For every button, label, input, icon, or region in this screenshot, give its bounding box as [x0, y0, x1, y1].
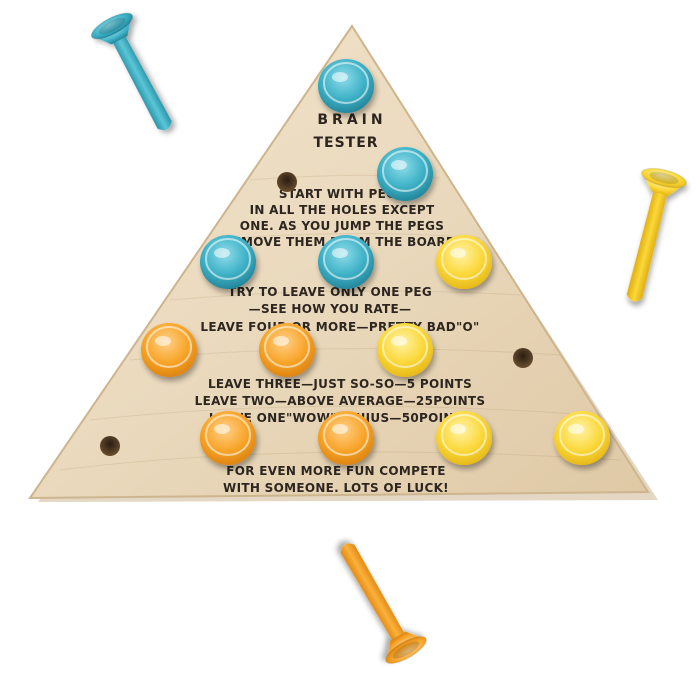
- peg-highlight: [450, 424, 466, 434]
- instruction-line-2: IN ALL THE HOLES EXCEPT: [250, 203, 435, 217]
- footer-line-2: WITH SOMEONE. LOTS OF LUCK!: [223, 481, 449, 495]
- peg-rim: [264, 326, 310, 368]
- peg-cup: [318, 235, 374, 289]
- peg-top-inner: [98, 17, 126, 35]
- teal-peg[interactable]: [318, 235, 374, 289]
- yellow-peg[interactable]: [436, 235, 492, 289]
- peg-cup: [259, 323, 315, 377]
- peg-top-inner: [649, 171, 679, 185]
- peg-highlight: [214, 424, 230, 434]
- peg-hole[interactable]: [513, 348, 533, 368]
- peg-hole[interactable]: [277, 172, 297, 192]
- peg-rim: [441, 238, 487, 280]
- peg-cup: [141, 323, 197, 377]
- peg-rim: [382, 150, 428, 192]
- orange-peg[interactable]: [200, 411, 256, 465]
- loose-pegs: [88, 8, 688, 669]
- peg-highlight: [214, 248, 230, 258]
- yellow-peg[interactable]: [554, 411, 610, 465]
- loose-teal-peg[interactable]: [88, 8, 187, 140]
- orange-peg[interactable]: [141, 323, 197, 377]
- rating-intro-line-1: TRY TO LEAVE ONLY ONE PEG: [228, 285, 432, 299]
- peg-stem: [626, 187, 668, 302]
- yellow-peg[interactable]: [436, 411, 492, 465]
- orange-peg[interactable]: [259, 323, 315, 377]
- peg-hole[interactable]: [100, 436, 120, 456]
- orange-peg[interactable]: [318, 411, 374, 465]
- peg-rim: [205, 238, 251, 280]
- rating-line-2: LEAVE THREE—JUST SO-SO—5 POINTS: [208, 377, 472, 391]
- peg-highlight: [332, 72, 348, 82]
- peg-highlight: [391, 336, 407, 346]
- loose-orange-peg[interactable]: [325, 533, 430, 669]
- rating-line-1: LEAVE FOUR OR MORE—PRETTY BAD"O": [200, 320, 479, 334]
- peg-cup: [377, 147, 433, 201]
- peg-rim: [559, 414, 605, 456]
- board-title-line1: BRAIN: [317, 112, 386, 128]
- peg-rim: [205, 414, 251, 456]
- peg-rim: [323, 238, 369, 280]
- peg-stem: [340, 543, 407, 644]
- teal-peg[interactable]: [200, 235, 256, 289]
- peg-cup: [318, 411, 374, 465]
- peg-rim: [441, 414, 487, 456]
- peg-cup: [554, 411, 610, 465]
- peg-highlight: [332, 424, 348, 434]
- rating-intro-line-2: —SEE HOW YOU RATE—: [249, 302, 412, 316]
- peg-rim: [323, 62, 369, 104]
- peg-cup: [377, 323, 433, 377]
- peg-highlight: [273, 336, 289, 346]
- instruction-line-3: ONE. AS YOU JUMP THE PEGS: [240, 219, 444, 233]
- peg-highlight: [332, 248, 348, 258]
- peg-cup: [436, 411, 492, 465]
- peg-top-inner: [392, 641, 420, 659]
- peg-cup: [200, 411, 256, 465]
- peg-highlight: [568, 424, 584, 434]
- teal-peg[interactable]: [377, 147, 433, 201]
- yellow-peg[interactable]: [377, 323, 433, 377]
- footer-line-1: FOR EVEN MORE FUN COMPETE: [226, 464, 445, 478]
- peg-cup: [318, 59, 374, 113]
- peg-highlight: [450, 248, 466, 258]
- peg-highlight: [155, 336, 171, 346]
- peg-rim: [323, 414, 369, 456]
- instruction-line-1: START WITH PEGS: [279, 187, 405, 201]
- peg-highlight: [391, 160, 407, 170]
- peg-rim: [382, 326, 428, 368]
- teal-peg[interactable]: [318, 59, 374, 113]
- peg-rim: [146, 326, 192, 368]
- peg-cup: [436, 235, 492, 289]
- loose-yellow-peg[interactable]: [611, 165, 688, 307]
- peg-stem: [111, 33, 172, 131]
- rating-line-3: LEAVE TWO—ABOVE AVERAGE—25POINTS: [195, 394, 486, 408]
- peg-cup: [200, 235, 256, 289]
- board-pegs: [141, 59, 610, 465]
- board-title-line2: TESTER: [313, 135, 378, 151]
